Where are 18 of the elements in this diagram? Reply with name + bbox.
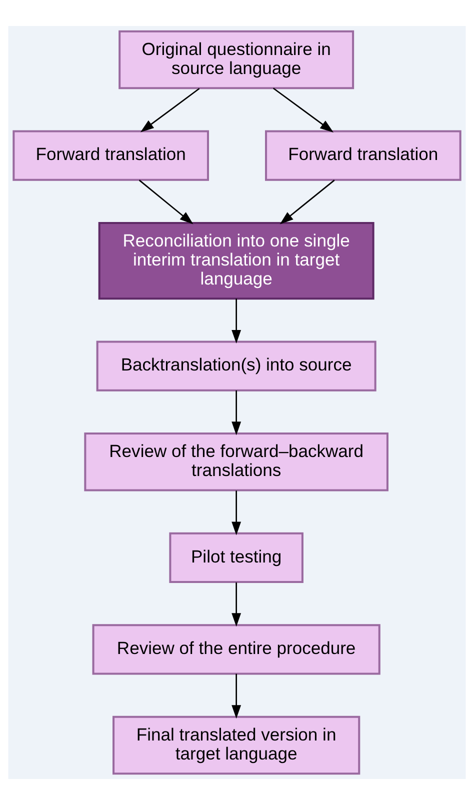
node-box: Forward translation [12, 130, 209, 181]
node-box: Final translated version in target language [112, 716, 360, 775]
node-box: Forward translation [265, 130, 462, 181]
arrow [140, 88, 200, 132]
arrow [232, 490, 242, 536]
node-box: Backtranslation(s) into source [96, 340, 376, 392]
node-box: Review of the entire procedure [92, 624, 380, 675]
node-box: Original questionnaire in source language [118, 30, 354, 90]
arrow [232, 390, 242, 436]
node-box: Reconciliation into one single interim translation in target language [98, 222, 374, 300]
arrow [232, 674, 242, 719]
arrow [232, 298, 242, 344]
node-box: Review of the forward–backward translations [84, 432, 388, 492]
node-box: Pilot testing [169, 532, 304, 583]
arrow [272, 88, 334, 132]
arrow [232, 582, 242, 627]
arrow [280, 180, 335, 224]
arrow [138, 180, 194, 224]
